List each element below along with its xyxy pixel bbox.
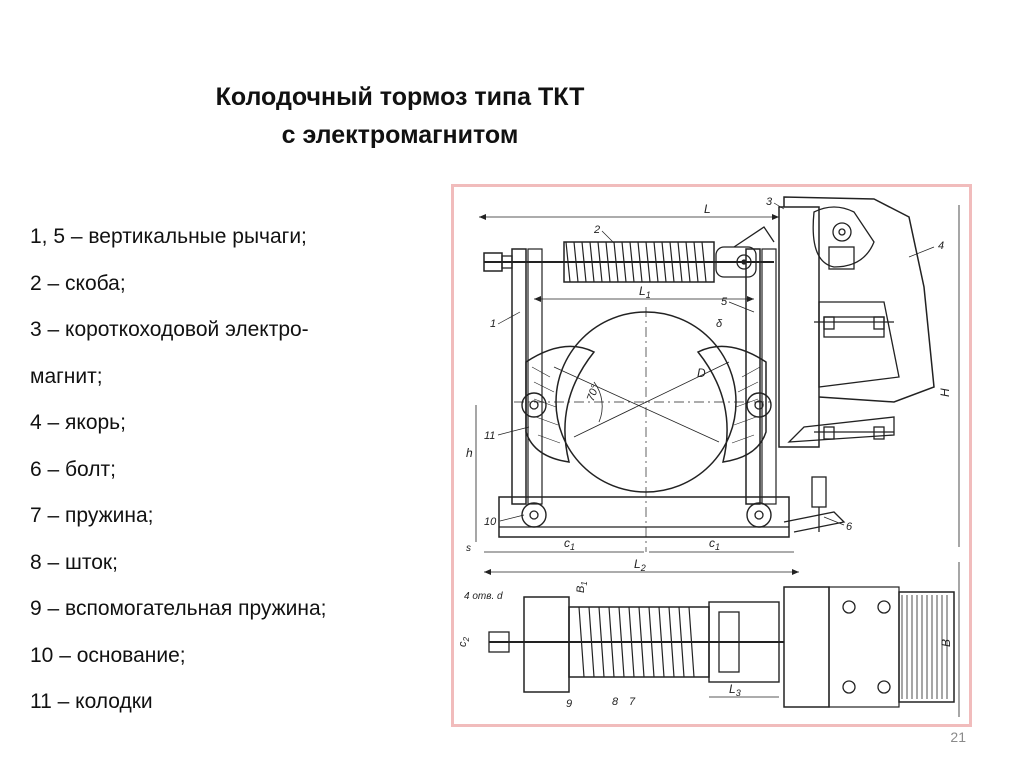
title-line-1: Колодочный тормоз типа ТКТ bbox=[215, 83, 585, 111]
slide-title: Колодочный тормоз типа ТКТ с электромагн… bbox=[150, 78, 650, 154]
dim-label-L3: L3 bbox=[729, 682, 741, 698]
legend-item: 4 – якорь; bbox=[30, 411, 126, 434]
holes-label: 4 отв. d bbox=[464, 591, 503, 602]
callout-1: 1 bbox=[490, 318, 496, 330]
dim-label-B1: B1 bbox=[575, 581, 589, 593]
dim-label-B: B bbox=[939, 639, 953, 647]
legend-item: 7 – пружина; bbox=[30, 504, 154, 527]
dim-label-c1-right: c1 bbox=[709, 536, 720, 552]
brake-drawing-frame: L L1 D 70° bbox=[451, 184, 972, 727]
brake-technical-drawing: L L1 D 70° bbox=[457, 196, 960, 717]
legend-item: 11 – колодки bbox=[30, 690, 153, 713]
angle-label: 70° bbox=[585, 383, 602, 403]
legend-item: 8 – шток; bbox=[30, 550, 118, 574]
callout-10: 10 bbox=[484, 516, 497, 528]
legend-item: 2 – скоба; bbox=[30, 271, 126, 295]
callout-7: 7 bbox=[629, 696, 636, 708]
dim-label-H: H bbox=[938, 388, 952, 397]
legend-item: магнит; bbox=[30, 364, 103, 388]
dim-label-h: h bbox=[466, 446, 473, 460]
dim-label-c2: c2 bbox=[457, 637, 471, 648]
dim-label-s: s bbox=[466, 543, 471, 554]
dim-label-L1: L1 bbox=[639, 284, 651, 300]
legend-item: 6 – болт; bbox=[30, 457, 116, 481]
dim-label-L: L bbox=[704, 202, 711, 216]
legend-item: 1, 5 – вертикальные рычаги; bbox=[30, 225, 307, 248]
callout-11: 11 bbox=[484, 430, 495, 442]
callout-4: 4 bbox=[938, 240, 944, 252]
callout-6: 6 bbox=[846, 521, 853, 533]
callout-5: 5 bbox=[721, 296, 728, 308]
dim-label-D: D bbox=[697, 366, 706, 380]
callout-8: 8 bbox=[612, 696, 619, 708]
parts-legend: 1, 5 – вертикальные рычаги; 2 – скоба; 3… bbox=[30, 214, 327, 726]
legend-item: 3 – короткоходовой электро- bbox=[30, 318, 309, 341]
title-line-2: с электромагнитом bbox=[281, 121, 519, 149]
dim-label-L2: L2 bbox=[634, 557, 646, 573]
dim-label-c1-left: c1 bbox=[564, 536, 575, 552]
callout-2: 2 bbox=[593, 224, 600, 236]
page-number: 21 bbox=[950, 729, 966, 745]
callout-3: 3 bbox=[766, 196, 773, 208]
legend-item: 9 – вспомогательная пружина; bbox=[30, 597, 327, 620]
delta-label: δ bbox=[716, 318, 723, 330]
callout-9: 9 bbox=[566, 698, 572, 710]
legend-item: 10 – основание; bbox=[30, 643, 186, 667]
